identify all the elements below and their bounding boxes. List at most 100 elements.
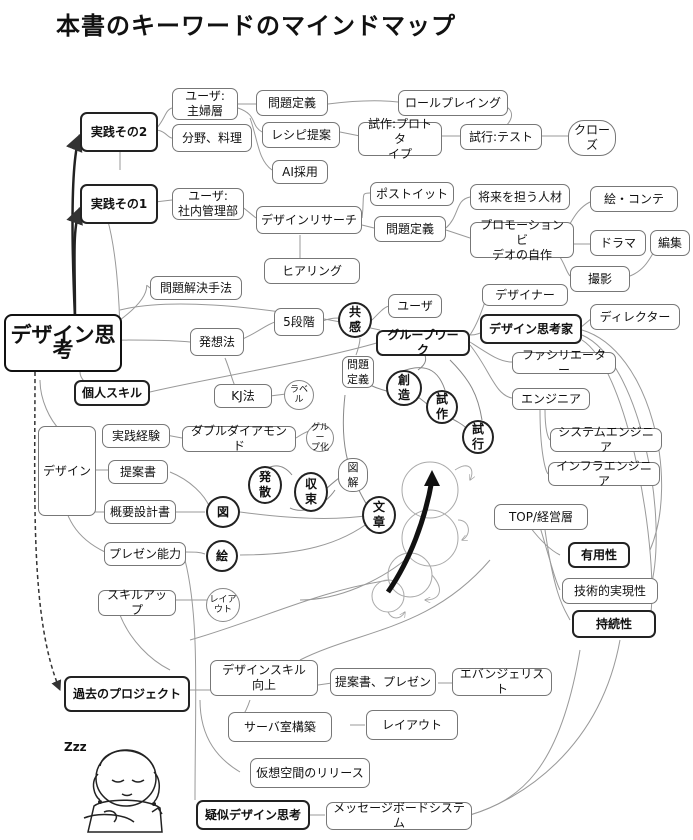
close-node[interactable]: クロー ズ [568,120,616,156]
server-room-node[interactable]: サーバ室構築 [228,712,332,742]
storyboard-node[interactable]: 絵・コンテ [590,186,678,212]
node-label: 創 造 [397,373,410,402]
top-management-node[interactable]: TOP/経営層 [494,504,588,530]
node-label: ユーザ: 社内管理部 [177,189,238,218]
editing-node[interactable]: 編集 [650,230,690,256]
filming-node[interactable]: 撮影 [570,266,630,292]
drama-node[interactable]: ドラマ [590,230,646,256]
design-node[interactable]: デザイン [38,426,96,516]
diagram-explanation-node[interactable]: 図 解 [338,458,368,492]
double-diamond-node[interactable]: ダブルダイアモンド [182,424,296,453]
problem-definition-top-node[interactable]: 問題定義 [256,90,328,116]
node-label: レシピ提案 [270,127,331,142]
node-label: クロー ズ [573,123,610,152]
node-label: 持続性 [595,616,632,631]
proposal-presentation-node[interactable]: 提案書、プレゼン [330,668,436,696]
node-label: システムエンジニア [558,425,654,454]
node-label: 問題 定義 [347,358,369,386]
node-label: グループワーク [387,328,459,357]
grouping-circle[interactable]: グルー プ化 [306,423,334,453]
node-label: ユーザ: 主婦層 [185,89,225,118]
future-talent-node[interactable]: 将来を担う人材 [470,184,570,210]
node-label: エバンジェリスト [459,667,545,696]
personal-skill-node[interactable]: 個人スキル [74,380,150,406]
problem-solving-node[interactable]: 問題解決手法 [150,276,242,300]
node-label: ドラマ [599,235,636,250]
node-label: TOP/経営層 [508,509,574,524]
problem-definition-mid-node[interactable]: 問題定義 [374,216,446,242]
node-label: デザイン [43,463,92,478]
pseudo-design-thinking-node[interactable]: 疑似デザイン思考 [196,800,310,830]
usefulness-node[interactable]: 有用性 [568,542,630,568]
skill-up-node[interactable]: スキルアップ [98,588,176,617]
past-projects-node[interactable]: 過去のプロジェクト [64,676,190,712]
node-label: 図 解 [347,461,359,489]
root-design-thinking-node[interactable]: デザイン思考 [4,314,122,372]
hearing-node[interactable]: ヒアリング [264,258,360,284]
five-steps-node[interactable]: 5段階 [274,308,324,336]
node-label: AI採用 [282,164,318,179]
node-label: 過去のプロジェクト [72,686,181,701]
label-circle[interactable]: ラベ ル [284,380,314,410]
text-writing-circle[interactable]: 文 章 [362,496,396,534]
group-work-node[interactable]: グループワーク [376,328,470,357]
node-label: ダブルダイアモンド [190,424,287,453]
user-housewife-node[interactable]: ユーザ: 主婦層 [172,88,238,120]
node-label: 絵 [215,548,228,563]
proposal-doc-node[interactable]: 提案書 [108,460,168,484]
layout-node[interactable]: レイアウト [366,710,458,740]
roleplaying-node[interactable]: ロールプレイング [398,90,508,116]
virtual-space-release-node[interactable]: 仮想空間のリリース [250,758,370,788]
outline-doc-node[interactable]: 概要設計書 [104,500,176,524]
node-label: 分野、料理 [181,130,242,145]
recipe-proposal-node[interactable]: レシピ提案 [262,122,340,148]
director-node[interactable]: ディレクター [590,304,680,330]
node-label: 問題定義 [267,95,316,110]
promo-video-node[interactable]: プロモーションビ デオの自作 [470,218,574,262]
node-label: グルー プ化 [310,423,329,453]
divergence-circle[interactable]: 発 散 [248,466,282,504]
prototype-circle[interactable]: 試 作 [426,390,458,424]
kj-method-node[interactable]: KJ法 [214,384,272,408]
design-thinker-node[interactable]: デザイン思考家 [480,314,582,344]
engineer-node[interactable]: エンジニア [512,388,590,410]
node-label: デザイナー [495,287,555,302]
create-circle[interactable]: 創 造 [386,370,422,406]
problem-definition-small-node[interactable]: 問題 定義 [342,356,374,388]
node-label: 文 章 [372,500,385,529]
design-skill-up-node[interactable]: デザインスキル 向上 [210,660,318,696]
user-admin-node[interactable]: ユーザ: 社内管理部 [172,188,244,220]
trial-test-node[interactable]: 試行:テスト [460,124,542,150]
design-research-node[interactable]: デザインリサーチ [256,206,362,234]
trial-circle[interactable]: 試 行 [462,420,494,454]
designer-node[interactable]: デザイナー [482,284,568,306]
empathy-circle[interactable]: 共 感 [338,302,372,338]
system-engineer-node[interactable]: システムエンジニア [550,425,662,454]
node-label: 疑似デザイン思考 [204,807,301,822]
picture-circle[interactable]: 絵 [206,540,238,572]
node-label: スキルアップ [106,588,167,617]
layout-small-circle[interactable]: レイア ウト [206,588,240,622]
trial-prototype-node[interactable]: 試作:プロトタ イプ [358,117,442,161]
convergence-circle[interactable]: 収 束 [294,472,328,512]
evangelist-node[interactable]: エバンジェリスト [452,667,552,696]
message-board-system-node[interactable]: メッセージボードシステム [326,801,472,830]
sustainability-node[interactable]: 持続性 [572,610,656,638]
practical-experience-node[interactable]: 実践経験 [102,424,170,448]
postit-node[interactable]: ポストイット [370,182,454,206]
node-label: レイアウト [381,717,442,732]
node-label: 問題解決手法 [159,280,232,295]
field-cooking-node[interactable]: 分野、料理 [172,124,252,152]
user-small-node[interactable]: ユーザ [388,294,442,318]
infra-engineer-node[interactable]: インフラエンジニア [548,459,660,488]
node-label: 発 散 [258,470,271,499]
figure-circle[interactable]: 図 [206,496,240,528]
practice-2-node[interactable]: 実践その2 [80,112,158,152]
technical-feasibility-node[interactable]: 技術的実現性 [562,578,658,604]
facilitator-node[interactable]: ファシリエーター [512,348,616,377]
practice-1-node[interactable]: 実践その1 [80,184,158,224]
presentation-skill-node[interactable]: プレゼン能力 [104,542,186,566]
ai-adoption-node[interactable]: AI採用 [272,160,328,184]
ideation-method-node[interactable]: 発想法 [190,328,244,356]
